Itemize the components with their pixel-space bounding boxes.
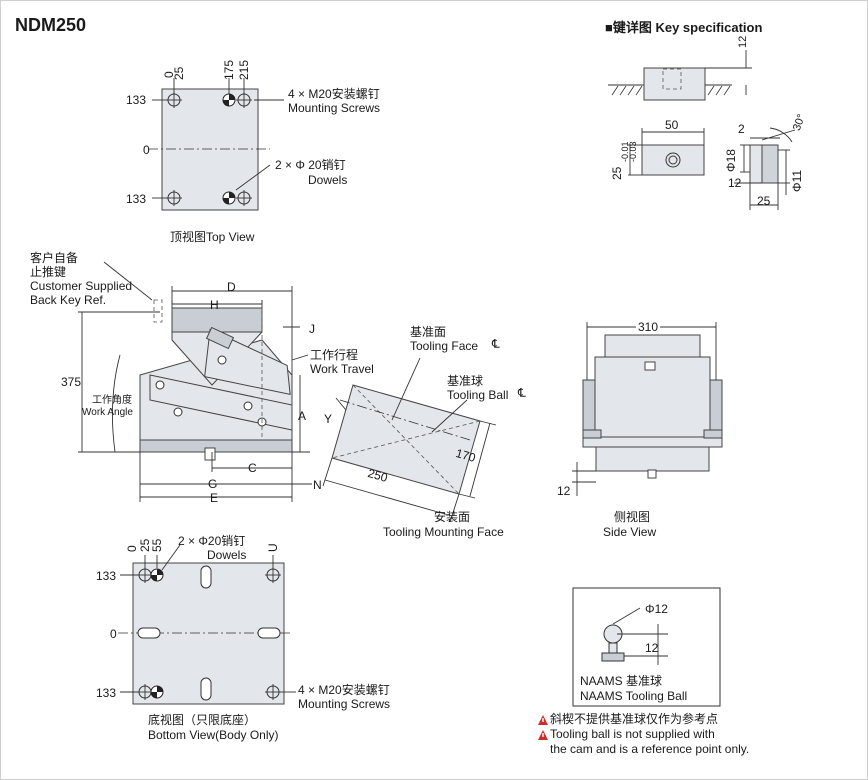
top-dowel xyxy=(222,191,236,205)
bottom-view-drawing xyxy=(118,544,296,705)
top-y-label: 0 xyxy=(143,143,150,157)
key-dim-25: 25 xyxy=(610,166,624,180)
bottom-y-label: 133 xyxy=(96,686,117,700)
work-travel-cn: 工作行程 xyxy=(310,348,359,362)
ball-box-en: NAAMS Tooling Ball xyxy=(580,689,688,703)
mounting-face-caption-cn: 安装面 xyxy=(434,510,471,524)
key-spec-title: ■键详图 Key specification xyxy=(605,20,763,35)
ball-box-cn: NAAMS 基准球 xyxy=(580,674,663,688)
side-view-caption-cn: 侧视图 xyxy=(614,510,651,524)
dim-a: A xyxy=(298,409,307,423)
page-title: NDM250 xyxy=(15,15,87,35)
front-driver-top xyxy=(171,307,263,333)
bottom-y-label: 0 xyxy=(110,627,117,641)
key-dim-12: 12 xyxy=(737,35,749,48)
bottom-dowels-cn: 2 × Φ20销钉 xyxy=(178,534,246,548)
dim-j: J xyxy=(309,322,315,336)
key-front-view xyxy=(641,144,705,176)
key-dim-phi18: Φ18 xyxy=(724,149,738,172)
dim-y: Y xyxy=(324,412,333,426)
work-angle-en: Work Angle xyxy=(82,407,133,418)
key-spec-drawing xyxy=(608,50,796,210)
back-key-cn2: 止推键 xyxy=(30,265,67,279)
side-base xyxy=(595,446,710,472)
tooling-face-drawing xyxy=(322,357,497,523)
bottom-screws-cn: 4 × M20安装螺钉 xyxy=(298,683,390,697)
ball-dim-phi12: Φ12 xyxy=(645,602,668,616)
warning-icon xyxy=(538,730,548,740)
side-dim-310: 310 xyxy=(636,320,661,334)
bottom-x-label: 0 xyxy=(125,545,139,552)
front-slide xyxy=(149,374,293,431)
note-cn: 斜楔不提供基准球仅作为参考点 xyxy=(550,712,719,726)
tooling-ball-cn: 基准球 xyxy=(447,374,484,388)
key-tol-lower: -0.03 xyxy=(628,141,638,162)
key-side-view xyxy=(643,67,706,101)
top-y-label: 133 xyxy=(126,93,147,107)
top-dowels-cn: 2 × Φ 20销钉 xyxy=(275,158,346,172)
ball-box-frame xyxy=(572,587,721,707)
dim-375: 375 xyxy=(61,375,82,389)
top-y-label: 133 xyxy=(126,192,147,206)
bottom-dowel xyxy=(150,568,164,582)
bottom-x-label: 55 xyxy=(150,538,164,552)
side-dim-12: 12 xyxy=(557,484,571,498)
top-x-label: 25 xyxy=(172,66,186,80)
top-screws-cn: 4 × M20安装螺钉 xyxy=(288,87,380,101)
dim-c: C xyxy=(248,461,257,475)
top-x-label: 215 xyxy=(237,59,251,80)
side-top-block xyxy=(604,334,701,358)
back-key-en1: Customer Supplied xyxy=(30,279,133,293)
tooling-ball-box xyxy=(572,587,721,707)
bottom-view-caption-cn: 底视图（只限底座） xyxy=(148,713,257,727)
top-view-drawing xyxy=(148,78,284,211)
tooling-face-en: Tooling Face xyxy=(410,339,479,353)
key-dim-2: 2 xyxy=(738,122,745,136)
bottom-y-label: 133 xyxy=(96,569,117,583)
top-view-caption: 顶视图Top View xyxy=(170,230,255,244)
bottom-dowels-en: Dowels xyxy=(207,548,247,562)
key-dim-50: 50 xyxy=(665,118,679,132)
ball-dim-12: 12 xyxy=(645,641,659,655)
top-dowels-en: Dowels xyxy=(308,173,348,187)
top-dowel xyxy=(222,93,236,107)
key-dim-12b: 12 xyxy=(728,176,742,190)
note-en-2: the cam and is a reference point only. xyxy=(550,742,750,756)
dim-e: E xyxy=(210,491,219,505)
tooling-face-cn: 基准面 xyxy=(410,325,447,339)
front-view-drawing xyxy=(78,261,312,502)
top-x-label: 175 xyxy=(222,59,236,80)
warning-icon xyxy=(538,715,548,725)
back-key-cn1: 客户自备 xyxy=(30,251,79,265)
side-view-caption-en: Side View xyxy=(603,525,657,539)
top-view-plate xyxy=(161,88,259,211)
key-dim-phi11: Φ11 xyxy=(790,169,804,192)
tooling-ball-en: Tooling Ball xyxy=(447,388,509,402)
side-view-drawing xyxy=(572,322,723,496)
tooling-face-cl: ℄ xyxy=(492,337,500,351)
dim-g: G xyxy=(208,477,218,491)
dim-n: N xyxy=(313,478,322,492)
dim-d: D xyxy=(227,280,236,294)
work-angle-cn: 工作角度 xyxy=(92,395,132,406)
front-foot xyxy=(139,439,293,453)
key-dim-25b: 25 xyxy=(757,194,771,208)
bottom-x-label: U xyxy=(266,543,280,552)
work-travel-en: Work Travel xyxy=(310,362,374,376)
top-screws-en: Mounting Screws xyxy=(288,101,381,115)
tooling-ball-cl: ℄ xyxy=(518,386,526,400)
mounting-face-caption-en: Tooling Mounting Face xyxy=(383,525,504,539)
bottom-screws-en: Mounting Screws xyxy=(298,697,391,711)
bottom-view-caption-en: Bottom View(Body Only) xyxy=(148,728,279,742)
bottom-dowel xyxy=(150,685,164,699)
back-key-en2: Back Key Ref. xyxy=(30,293,107,307)
dim-h: H xyxy=(210,298,219,312)
note-en-1: Tooling ball is not supplied with xyxy=(550,727,715,741)
side-mid-rail xyxy=(582,436,723,448)
